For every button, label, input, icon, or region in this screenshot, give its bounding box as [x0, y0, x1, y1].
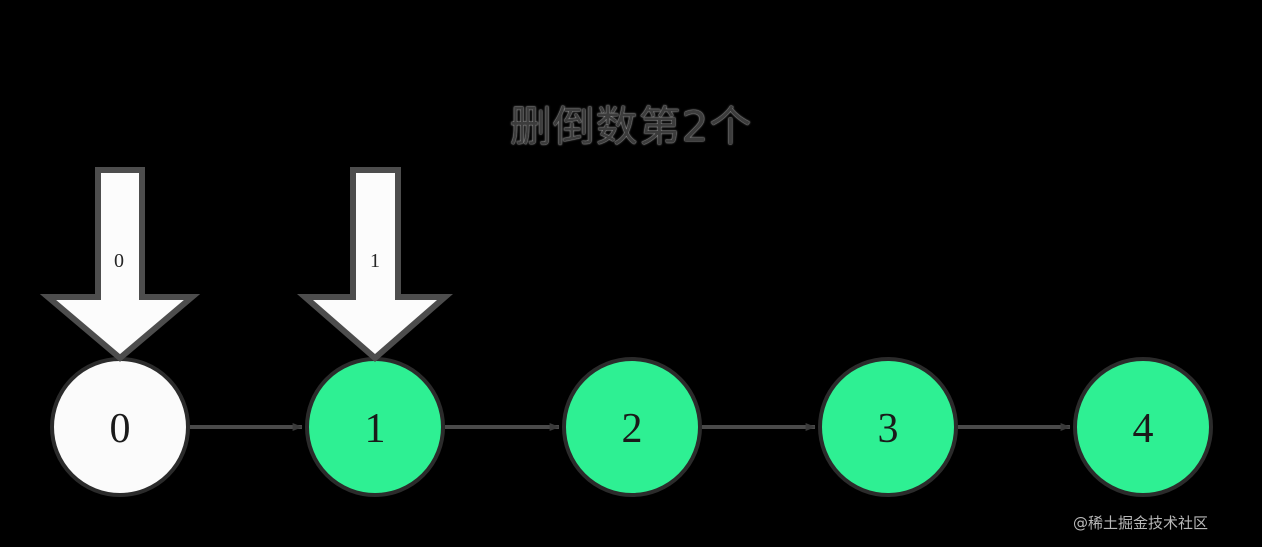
list-node-4[interactable]: 4	[1073, 357, 1213, 497]
list-node-2[interactable]: 2	[562, 357, 702, 497]
node-group: 0 1 2 3 4	[50, 357, 1213, 497]
node-label: 0	[110, 406, 131, 452]
list-node-3[interactable]: 3	[818, 357, 958, 497]
pointer-label: 1	[370, 250, 380, 272]
node-circle[interactable]	[562, 357, 702, 497]
page-title: 删倒数第2个	[509, 102, 753, 151]
pointer-arrow-0[interactable]: 0	[39, 167, 201, 362]
pointer-label: 0	[114, 250, 124, 272]
block-down-arrow-icon[interactable]	[39, 167, 201, 362]
node-circle[interactable]	[818, 357, 958, 497]
pointer-arrow-1[interactable]: 1	[296, 167, 454, 362]
watermark: @稀土掘金技术社区	[1073, 514, 1209, 532]
node-label: 1	[365, 406, 386, 452]
node-label: 3	[878, 406, 899, 452]
node-label: 4	[1133, 406, 1154, 452]
node-circle[interactable]	[1073, 357, 1213, 497]
block-down-arrow-icon[interactable]	[296, 167, 454, 362]
list-node-1[interactable]: 1	[305, 357, 445, 497]
node-label: 2	[622, 406, 643, 452]
list-node-0[interactable]: 0	[50, 357, 190, 497]
pointer-group: 0 1	[39, 167, 454, 362]
